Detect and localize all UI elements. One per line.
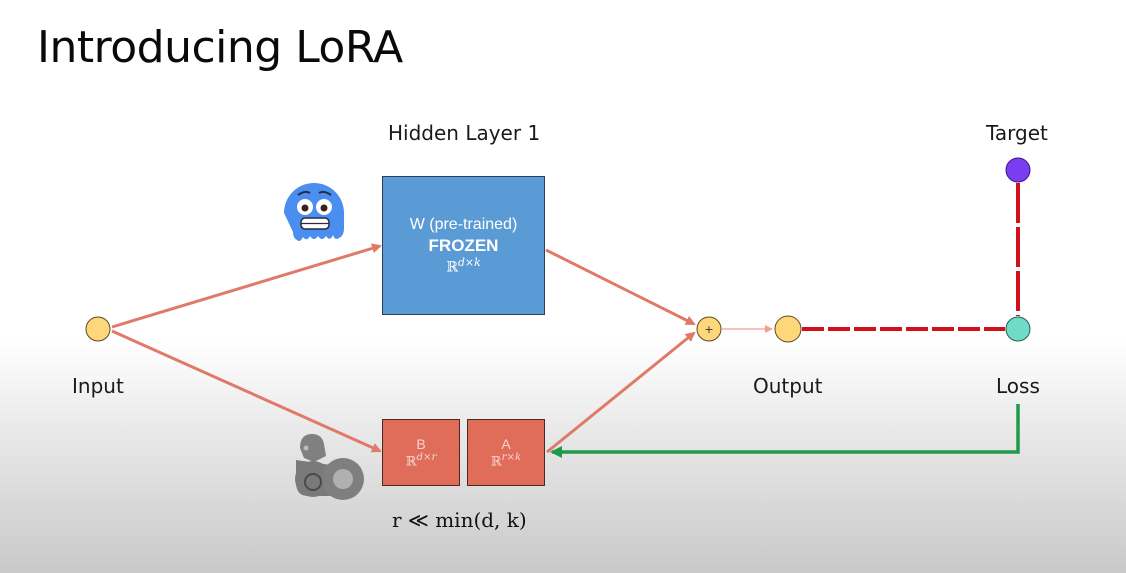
edge-a-to-sum: [546, 331, 696, 454]
sum-node: [696, 316, 722, 342]
rank-condition: r ≪ min(d, k): [392, 508, 527, 532]
sum-plus-sign: +: [704, 323, 713, 336]
input-label: Input: [72, 374, 124, 398]
loss-node: [1005, 316, 1031, 342]
frozen-weights-box: W (pre-trained) FROZEN ℝd×k: [382, 176, 545, 315]
weights-space: ℝd×k: [446, 256, 480, 276]
lora-a-name: A: [501, 435, 511, 452]
slide-title: Introducing LoRA: [37, 22, 403, 73]
real-symbol: ℝ: [490, 454, 502, 470]
lora-b-space: ℝd×r: [406, 452, 437, 469]
output-label: Output: [753, 374, 823, 398]
weights-title: W (pre-trained): [409, 215, 518, 233]
edge-input-to-b: [111, 329, 382, 453]
lora-a-dims: r×k: [501, 451, 522, 463]
tape-roll-icon: [295, 434, 364, 500]
real-symbol: ℝ: [405, 454, 417, 470]
input-node: [85, 316, 111, 342]
real-symbol: ℝ: [446, 259, 458, 276]
edge-input-to-w: [111, 243, 382, 329]
edge-w-to-sum: [545, 248, 696, 326]
lora-b-dims: d×r: [416, 451, 437, 463]
weights-dims: d×k: [457, 255, 481, 269]
loss-label: Loss: [996, 374, 1040, 398]
cold-face-icon: [284, 183, 344, 241]
lora-b-name: B: [416, 435, 426, 452]
lora-a-space: ℝr×k: [491, 452, 521, 469]
hidden-layer-label: Hidden Layer 1: [388, 121, 541, 145]
lora-a-box: A ℝr×k: [467, 419, 545, 486]
target-node: [1005, 157, 1031, 183]
frozen-label: FROZEN: [428, 235, 499, 255]
target-label: Target: [986, 121, 1048, 145]
lora-b-box: B ℝd×r: [382, 419, 460, 486]
output-node: [774, 315, 802, 343]
gradient-arrow-loss-to-a: [550, 404, 1020, 458]
